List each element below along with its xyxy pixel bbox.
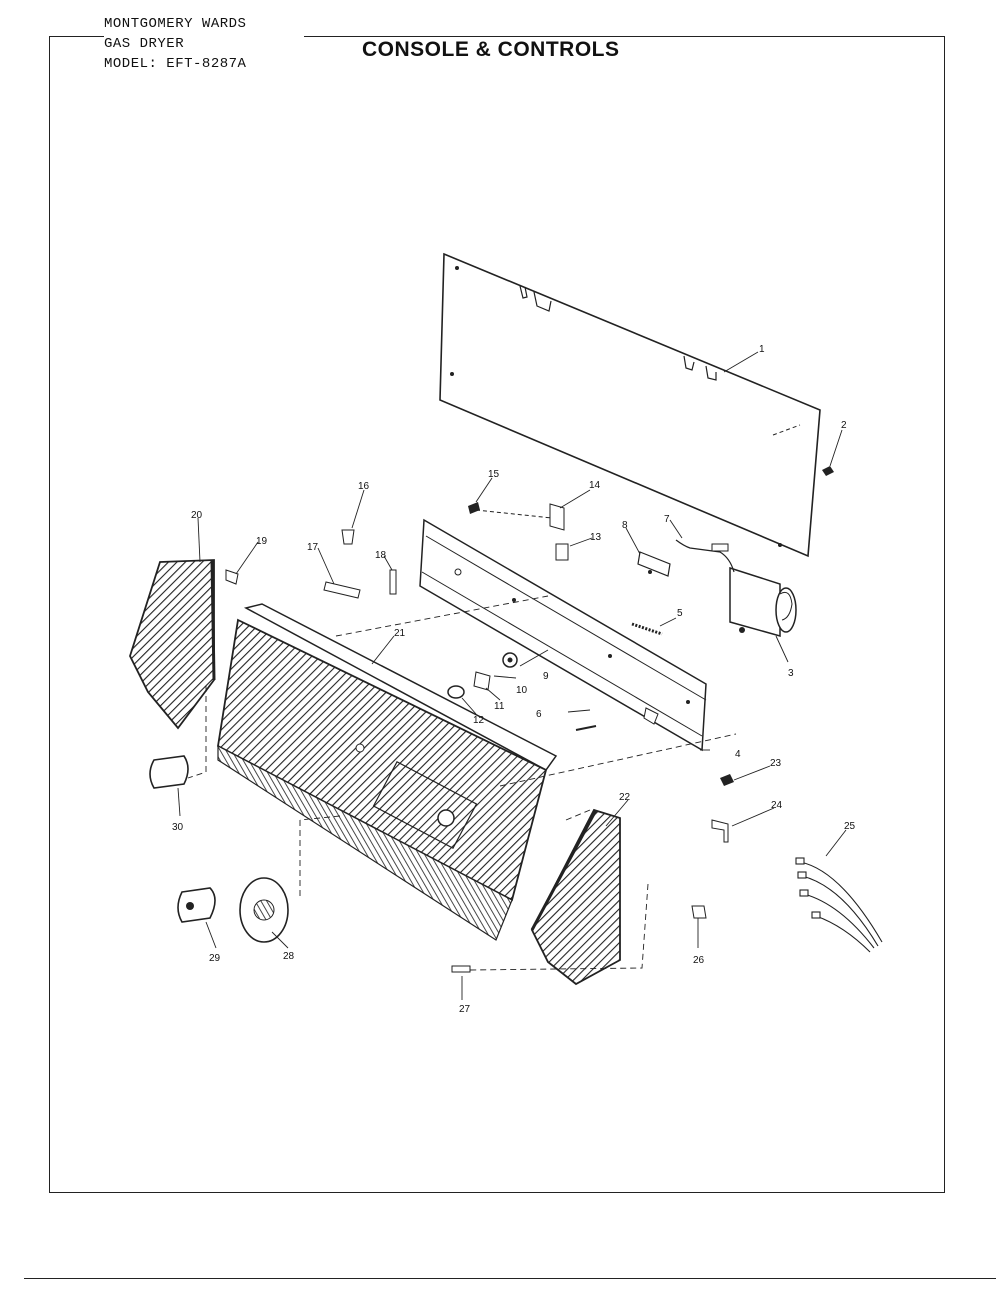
header-product: GAS DRYER — [104, 36, 185, 52]
callout-12: 12 — [473, 715, 485, 726]
header-block: MONTGOMERY WARDS GAS DRYER MODEL: EFT-82… — [104, 14, 304, 78]
wire-harness — [795, 857, 883, 953]
callout-14: 14 — [589, 480, 601, 491]
spring-part-5 — [631, 622, 663, 636]
callout-26: 26 — [693, 955, 705, 966]
assembly-lines — [187, 595, 737, 971]
callout-20: 20 — [191, 510, 203, 521]
callout-17: 17 — [307, 542, 319, 553]
callout-10: 10 — [516, 685, 528, 696]
callout-5: 5 — [677, 608, 683, 619]
header-model: MODEL: EFT-8287A — [104, 56, 247, 72]
callout-2: 2 — [841, 420, 847, 431]
callout-leaders — [177, 351, 847, 1000]
callout-30: 30 — [172, 822, 184, 833]
callout-28: 28 — [283, 951, 295, 962]
callout-1: 1 — [759, 344, 765, 355]
switch-part-8 — [637, 551, 671, 577]
clips-13-14-15 — [468, 502, 569, 561]
wire-switch-part-7 — [675, 539, 735, 573]
callout-22: 22 — [619, 792, 631, 803]
callout-6: 6 — [536, 709, 542, 720]
callout-4: 4 — [735, 749, 741, 760]
right-end-cap — [530, 808, 621, 986]
header-brand: MONTGOMERY WARDS — [104, 16, 247, 32]
callout-21: 21 — [394, 628, 406, 639]
callout-8: 8 — [622, 520, 628, 531]
callout-15: 15 — [488, 469, 500, 480]
callout-25: 25 — [844, 821, 856, 832]
timer-motor — [729, 566, 797, 637]
callout-18: 18 — [375, 550, 387, 561]
diagram-frame — [49, 36, 945, 1193]
page-title: CONSOLE & CONTROLS — [362, 38, 620, 61]
knobs — [149, 755, 289, 943]
fasteners-23-24-26-27 — [451, 774, 734, 973]
callout-23: 23 — [770, 758, 782, 769]
callout-27: 27 — [459, 1004, 471, 1015]
callout-labels: 1 2 3 4 5 6 7 8 9 10 11 12 13 14 15 16 1… — [172, 344, 856, 1015]
back-panel — [439, 252, 821, 558]
callout-9: 9 — [543, 671, 549, 682]
console-panel — [217, 603, 558, 941]
callout-3: 3 — [788, 668, 794, 679]
callout-13: 13 — [590, 532, 602, 543]
screw-part-2 — [822, 466, 834, 476]
callout-16: 16 — [358, 481, 370, 492]
bottom-rule — [24, 1278, 996, 1279]
left-end-cap — [129, 559, 216, 730]
small-hardware — [225, 529, 597, 731]
callout-24: 24 — [771, 800, 783, 811]
callout-7: 7 — [664, 514, 670, 525]
callout-29: 29 — [209, 953, 221, 964]
control-bracket — [419, 518, 707, 752]
callout-19: 19 — [256, 536, 268, 547]
callout-11: 11 — [494, 701, 505, 712]
